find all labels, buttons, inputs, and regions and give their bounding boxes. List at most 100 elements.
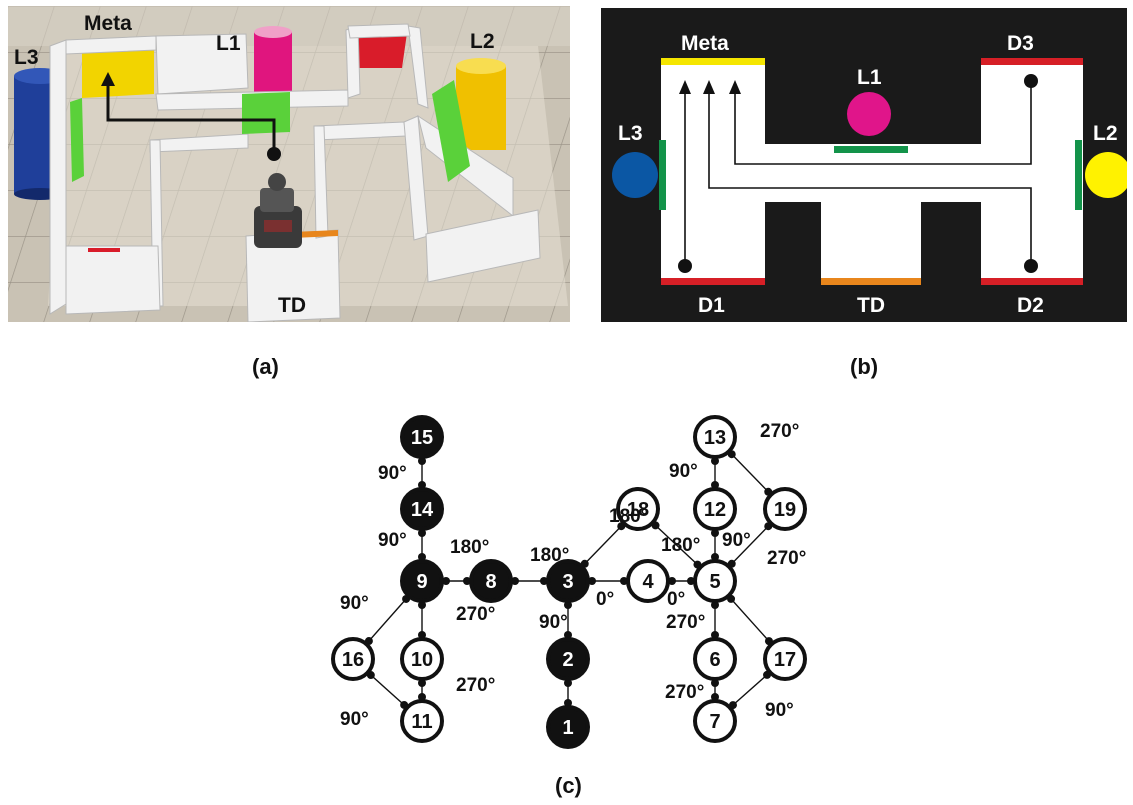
- graph-node: 8: [469, 559, 513, 603]
- node-circle: [546, 559, 590, 603]
- node-circle: [400, 487, 444, 531]
- angle-label: 180°: [450, 537, 489, 558]
- port-dot: [418, 679, 426, 687]
- graph-node: 13: [693, 415, 737, 459]
- port-dot: [511, 577, 519, 585]
- node-circle: [546, 637, 590, 681]
- l2-landmark: [1085, 152, 1131, 198]
- angle-label: 90°: [765, 700, 794, 721]
- l3-landmark: [612, 152, 658, 198]
- graph-node: 15: [400, 415, 444, 459]
- node-label: 4: [642, 571, 654, 593]
- l1-green-panel: [242, 92, 290, 134]
- node-label: 9: [416, 571, 427, 593]
- port-dot: [442, 577, 450, 585]
- angle-label: 90°: [378, 530, 407, 551]
- graph-node: 11: [400, 699, 444, 743]
- port-dot: [620, 577, 628, 585]
- node-label: 8: [485, 571, 496, 593]
- node-label: 6: [709, 649, 720, 671]
- l1-pink-cylinder: [254, 26, 292, 96]
- graph-node: 14: [400, 487, 444, 531]
- port-dot: [711, 679, 719, 687]
- graph-node: 19: [763, 487, 807, 531]
- maze-schematic-panel: Meta D3 L1 L3 L2 D1 TD D2: [601, 8, 1131, 322]
- port-dot: [418, 693, 426, 701]
- node-circle: [693, 559, 737, 603]
- angle-label: 0°: [667, 589, 685, 610]
- angle-label: 90°: [669, 461, 698, 482]
- routes: [684, 81, 1032, 266]
- label-d1: D1: [698, 294, 725, 317]
- angle-label: 0°: [596, 589, 614, 610]
- label-l1: L1: [216, 32, 241, 55]
- node-label: 11: [411, 711, 432, 733]
- label-td: TD: [857, 294, 885, 317]
- l2-green-marker: [1075, 140, 1082, 210]
- node-circle: [400, 415, 444, 459]
- port-dot: [564, 631, 572, 639]
- port-dot: [711, 631, 719, 639]
- angle-label: 180°: [661, 535, 700, 556]
- angle-label: 270°: [456, 604, 495, 625]
- node-label: 16: [342, 649, 364, 671]
- angle-label: 90°: [722, 530, 751, 551]
- port-dot: [711, 457, 719, 465]
- graph-node: 3: [546, 559, 590, 603]
- angle-label: 270°: [456, 675, 495, 696]
- graph-node: 9: [400, 559, 444, 603]
- node-label: 1: [562, 717, 573, 739]
- meta-marker: [661, 58, 765, 65]
- l1-green-marker: [834, 146, 908, 153]
- graph-node: 2: [546, 637, 590, 681]
- graph-node: 6: [693, 637, 737, 681]
- node-circle: [400, 699, 444, 743]
- d1-marker: [661, 278, 765, 285]
- graph-node: 5: [693, 559, 737, 603]
- port-dot: [418, 481, 426, 489]
- port-dot: [668, 577, 676, 585]
- node-circle: [693, 637, 737, 681]
- label-td: TD: [278, 294, 306, 317]
- graph-node: 16: [331, 637, 375, 681]
- d2-marker: [981, 278, 1083, 285]
- label-meta: Meta: [84, 12, 132, 35]
- port-dot: [418, 553, 426, 561]
- angle-label: 180°: [609, 506, 648, 527]
- node-circle: [763, 487, 807, 531]
- caption-a: (a): [252, 354, 279, 379]
- maze-schematic: Meta D3 L1 L3 L2 D1 TD D2: [601, 8, 1131, 322]
- node-label: 19: [774, 499, 796, 521]
- node-circle: [763, 637, 807, 681]
- td-marker: [821, 278, 921, 285]
- robot: [254, 173, 302, 248]
- label-d3: D3: [1007, 32, 1034, 55]
- label-l3: L3: [618, 122, 643, 145]
- node-circle: [693, 415, 737, 459]
- graph-node: 10: [400, 637, 444, 681]
- port-dot: [463, 577, 471, 585]
- port-dot: [564, 699, 572, 707]
- angle-label: 270°: [666, 612, 705, 633]
- route-arrows: [678, 74, 1038, 273]
- angle-label: 270°: [767, 548, 806, 569]
- l2-green-panel: [432, 80, 470, 182]
- port-dot: [418, 529, 426, 537]
- node-label: 12: [704, 499, 726, 521]
- angle-label: 270°: [665, 682, 704, 703]
- maze-photo-panel: L3 Meta L1 L2 TD: [8, 6, 570, 323]
- port-dot: [418, 457, 426, 465]
- angle-label: 90°: [340, 709, 369, 730]
- graph-node: 12: [693, 487, 737, 531]
- label-l2: L2: [470, 30, 495, 53]
- node-circle: [400, 559, 444, 603]
- path-arrow: [106, 78, 276, 154]
- node-circle: [469, 559, 513, 603]
- port-dot: [711, 481, 719, 489]
- node-circle: [693, 487, 737, 531]
- node-label: 3: [562, 571, 573, 593]
- node-label: 18: [627, 499, 649, 521]
